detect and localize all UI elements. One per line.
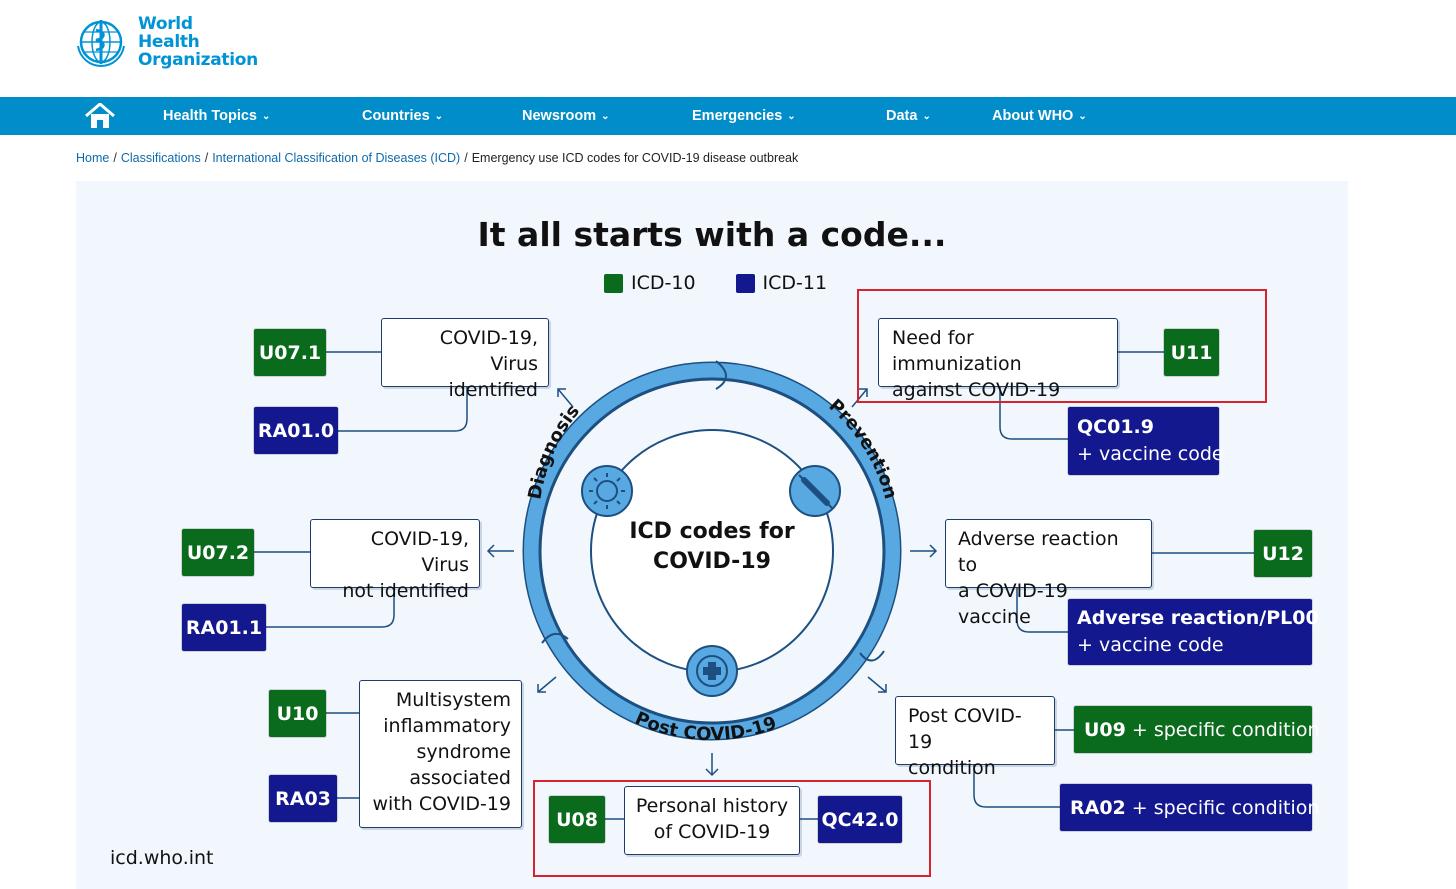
- vaccine-syringe-icon: [789, 465, 841, 517]
- chevron-down-icon: ⌄: [922, 111, 931, 122]
- who-logo[interactable]: World Health Organization: [74, 14, 258, 70]
- box-text-line: COVID-19, Virus: [370, 528, 469, 576]
- home-icon[interactable]: [84, 102, 116, 129]
- virus-icon: [581, 465, 633, 517]
- box-text-line: against COVID-19: [892, 379, 1061, 401]
- nav-label: Emergencies: [692, 108, 783, 124]
- breadcrumb-classifications[interactable]: Classifications: [120, 151, 201, 165]
- legend-label-icd11: ICD-11: [762, 272, 828, 294]
- breadcrumb-icd[interactable]: International Classification of Diseases…: [212, 151, 461, 165]
- footer-url: icd.who.int: [110, 847, 214, 869]
- nav-label: Data: [886, 108, 918, 124]
- code-extra: + specific condition: [1131, 718, 1320, 741]
- code-ra01-0: RA01.0: [254, 407, 338, 454]
- nav-label: Countries: [362, 108, 430, 124]
- box-text-line: condition: [908, 757, 996, 779]
- code-line: Adverse reaction/PL00: [1077, 607, 1319, 629]
- code-line: U09: [1084, 718, 1126, 741]
- icd-infographic: Diagnosis Prevention Post COVID-19: [76, 181, 1348, 889]
- code-u07-1: U07.1: [254, 329, 326, 376]
- box-text-line: of COVID-19: [653, 821, 771, 843]
- breadcrumb: Home/Classifications/International Class…: [76, 151, 798, 165]
- code-qc01-9: QC01.9 + vaccine code: [1068, 407, 1224, 475]
- infographic-title: It all starts with a code...: [477, 215, 947, 254]
- nav-label: Health Topics: [163, 108, 257, 124]
- box-text-line: Multisystem: [395, 689, 511, 711]
- main-nav: Health Topics ⌄ Countries ⌄ Newsroom ⌄ Emer…: [0, 97, 1456, 135]
- code-ra02: RA02+ specific condition: [1060, 784, 1319, 831]
- code-qc42-0: QC42.0: [818, 796, 902, 843]
- nav-about-who[interactable]: About WHO ⌄: [992, 97, 1087, 135]
- code-line: RA02: [1070, 796, 1126, 819]
- nav-health-topics[interactable]: Health Topics ⌄: [163, 97, 270, 135]
- legend: ICD-10 ICD-11: [604, 272, 827, 294]
- code-u12: U12: [1254, 530, 1312, 577]
- code-ra03: RA03: [269, 775, 337, 822]
- logo-wordmark: World Health Organization: [138, 15, 258, 69]
- breadcrumb-separator: /: [204, 151, 209, 165]
- box-text-line: inflammatory: [383, 715, 511, 737]
- nav-newsroom[interactable]: Newsroom ⌄: [522, 97, 610, 135]
- breadcrumb-home[interactable]: Home: [76, 151, 110, 165]
- nav-label: About WHO: [992, 108, 1074, 124]
- code-u11: U11: [1164, 329, 1219, 376]
- code-line: QC01.9: [1077, 416, 1154, 438]
- breadcrumb-current: Emergency use ICD codes for COVID-19 dis…: [471, 151, 799, 165]
- box-text-line: a COVID-19 vaccine: [958, 580, 1068, 628]
- highlight-box-personal-history: [533, 780, 931, 877]
- code-u08: U08: [549, 796, 605, 843]
- box-text-line: Need for immunization: [892, 327, 1022, 375]
- box-text-line: Personal history: [635, 795, 789, 817]
- box-text-line: identified: [448, 379, 538, 401]
- box-text-line: COVID-19, Virus: [439, 327, 538, 375]
- nav-label: Newsroom: [522, 108, 597, 124]
- code-extra: + vaccine code: [1077, 443, 1224, 465]
- code-u09: U09+ specific condition: [1074, 706, 1320, 753]
- logo-line-1: World Health: [138, 14, 200, 52]
- code-extra: + specific condition: [1131, 796, 1320, 819]
- code-extra: + vaccine code: [1077, 634, 1224, 656]
- code-u10: U10: [269, 690, 326, 737]
- box-virus-identified: COVID-19, Virus identified: [381, 318, 549, 401]
- nav-countries[interactable]: Countries ⌄: [362, 97, 443, 135]
- direction-arrows: [486, 388, 938, 777]
- infographic-diagram: Diagnosis Prevention Post COVID-19: [254, 351, 1254, 820]
- box-text-line: Post COVID-19: [908, 705, 1022, 753]
- connector-lines: [254, 351, 1254, 820]
- breadcrumb-separator: /: [464, 151, 468, 165]
- legend-swatch-icd11: [735, 273, 755, 293]
- box-text-line: not identified: [342, 580, 469, 602]
- chevron-down-icon: ⌄: [787, 111, 796, 122]
- legend-swatch-icd10: [604, 273, 623, 293]
- highlight-box-immunization: [857, 289, 1267, 403]
- logo-line-2: Organization: [138, 50, 258, 70]
- breadcrumb-separator: /: [113, 151, 117, 165]
- center-label-line-1: ICD codes for: [629, 519, 795, 544]
- box-need-immunization: Need for immunization against COVID-19: [878, 318, 1118, 401]
- code-adverse-pl00: Adverse reaction/PL00 + vaccine code: [1068, 599, 1319, 665]
- box-mis: Multisystem inflammatory syndrome associ…: [359, 680, 522, 828]
- code-u07-2: U07.2: [182, 529, 254, 576]
- box-post-covid-condition: Post COVID-19 condition: [895, 696, 1055, 779]
- legend-label-icd10: ICD-10: [631, 272, 696, 294]
- center-label: ICD codes for COVID-19: [612, 517, 812, 577]
- box-personal-history: Personal history of COVID-19: [624, 786, 800, 855]
- chevron-down-icon: ⌄: [601, 111, 610, 122]
- box-adverse-reaction: Adverse reaction to a COVID-19 vaccine: [945, 519, 1152, 628]
- chevron-down-icon: ⌄: [434, 111, 444, 122]
- medical-cross-icon: [686, 645, 738, 697]
- nav-emergencies[interactable]: Emergencies ⌄: [692, 97, 796, 135]
- code-ra01-1: RA01.1: [182, 604, 266, 651]
- center-label-line-2: COVID-19: [653, 549, 771, 574]
- box-text-line: Adverse reaction to: [958, 528, 1119, 576]
- chevron-down-icon: ⌄: [262, 111, 271, 122]
- box-text-line: with COVID-19: [372, 793, 511, 815]
- box-text-line: associated: [409, 767, 511, 789]
- who-emblem-icon: [77, 20, 125, 68]
- box-text-line: syndrome: [416, 741, 511, 763]
- box-virus-not-identified: COVID-19, Virus not identified: [310, 519, 480, 602]
- chevron-down-icon: ⌄: [1078, 111, 1087, 122]
- nav-data[interactable]: Data ⌄: [886, 97, 931, 135]
